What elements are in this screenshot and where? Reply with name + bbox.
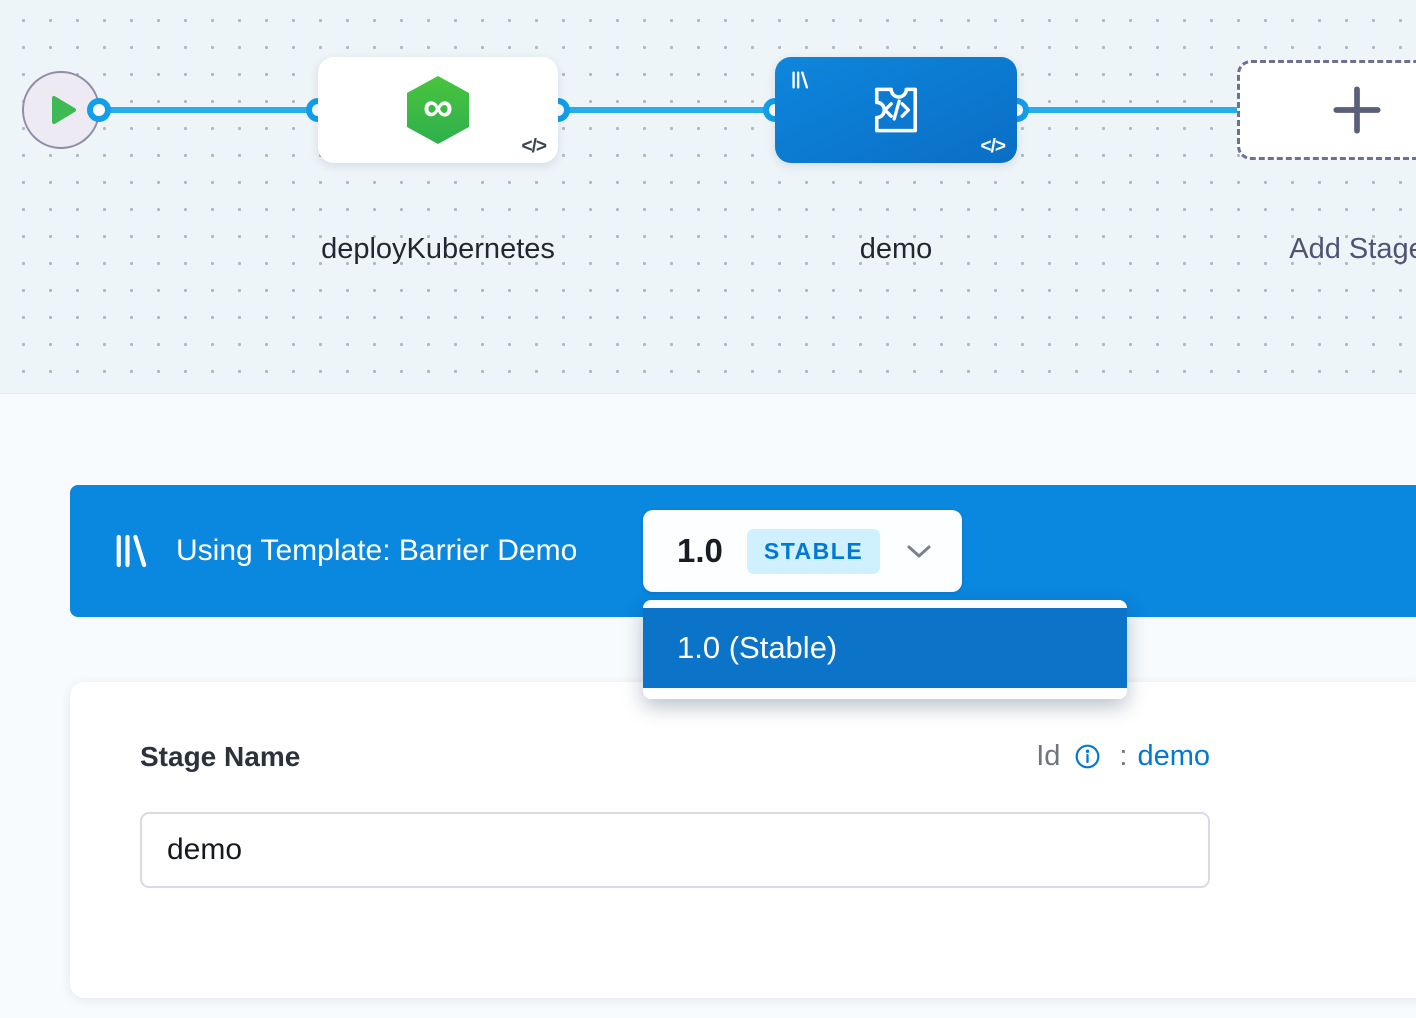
edge-deploy-to-demo: [558, 107, 775, 113]
add-stage-label: Add Stage: [1289, 233, 1416, 265]
play-icon: [45, 95, 77, 125]
using-template-label: Using Template: Barrier Demo: [176, 534, 578, 567]
edge-demo-to-add: [1017, 107, 1239, 113]
stage-id-value: demo: [1137, 740, 1210, 772]
template-icon: [110, 530, 152, 572]
id-colon: :: [1119, 740, 1128, 772]
stage-node-demo[interactable]: </>: [775, 57, 1017, 163]
stage-name-label: Stage Name: [140, 740, 301, 772]
code-view-icon[interactable]: </>: [980, 136, 1007, 157]
version-dropdown-item[interactable]: 1.0 (Stable): [643, 608, 1127, 688]
info-icon[interactable]: [1074, 743, 1101, 770]
custom-stage-icon: [863, 77, 929, 143]
stage-label-demo: demo: [859, 233, 933, 265]
deployment-stage-icon: ∞: [407, 76, 469, 144]
stage-form-header: Stage Name Id : demo: [140, 740, 1210, 773]
stage-label-deploykubernetes: deployKubernetes: [321, 233, 555, 265]
stage-name-input[interactable]: [140, 812, 1210, 888]
version-dropdown-menu: 1.0 (Stable): [643, 600, 1127, 699]
version-number: 1.0: [677, 532, 723, 569]
add-stage-button[interactable]: [1237, 60, 1416, 160]
template-icon: [789, 69, 811, 96]
infinity-glyph: ∞: [423, 83, 453, 130]
chevron-down-icon: [905, 543, 933, 560]
pipeline-canvas[interactable]: ∞ </> </> deployK: [0, 0, 1416, 394]
port-start-out[interactable]: [87, 98, 111, 122]
stage-node-deploykubernetes[interactable]: ∞ </>: [318, 57, 558, 163]
edge-start-to-deploy: [99, 107, 318, 113]
stage-overview-card: Stage Name Id : demo: [70, 682, 1416, 998]
plus-icon: [1328, 81, 1386, 139]
using-template-banner: Using Template: Barrier Demo 1.0 STABLE: [70, 485, 1416, 617]
stable-badge: STABLE: [746, 528, 881, 574]
code-view-icon[interactable]: </>: [521, 136, 548, 157]
stage-id-row: Id : demo: [1036, 740, 1210, 773]
template-version-selector[interactable]: 1.0 STABLE: [643, 510, 962, 592]
id-label: Id: [1036, 740, 1061, 772]
